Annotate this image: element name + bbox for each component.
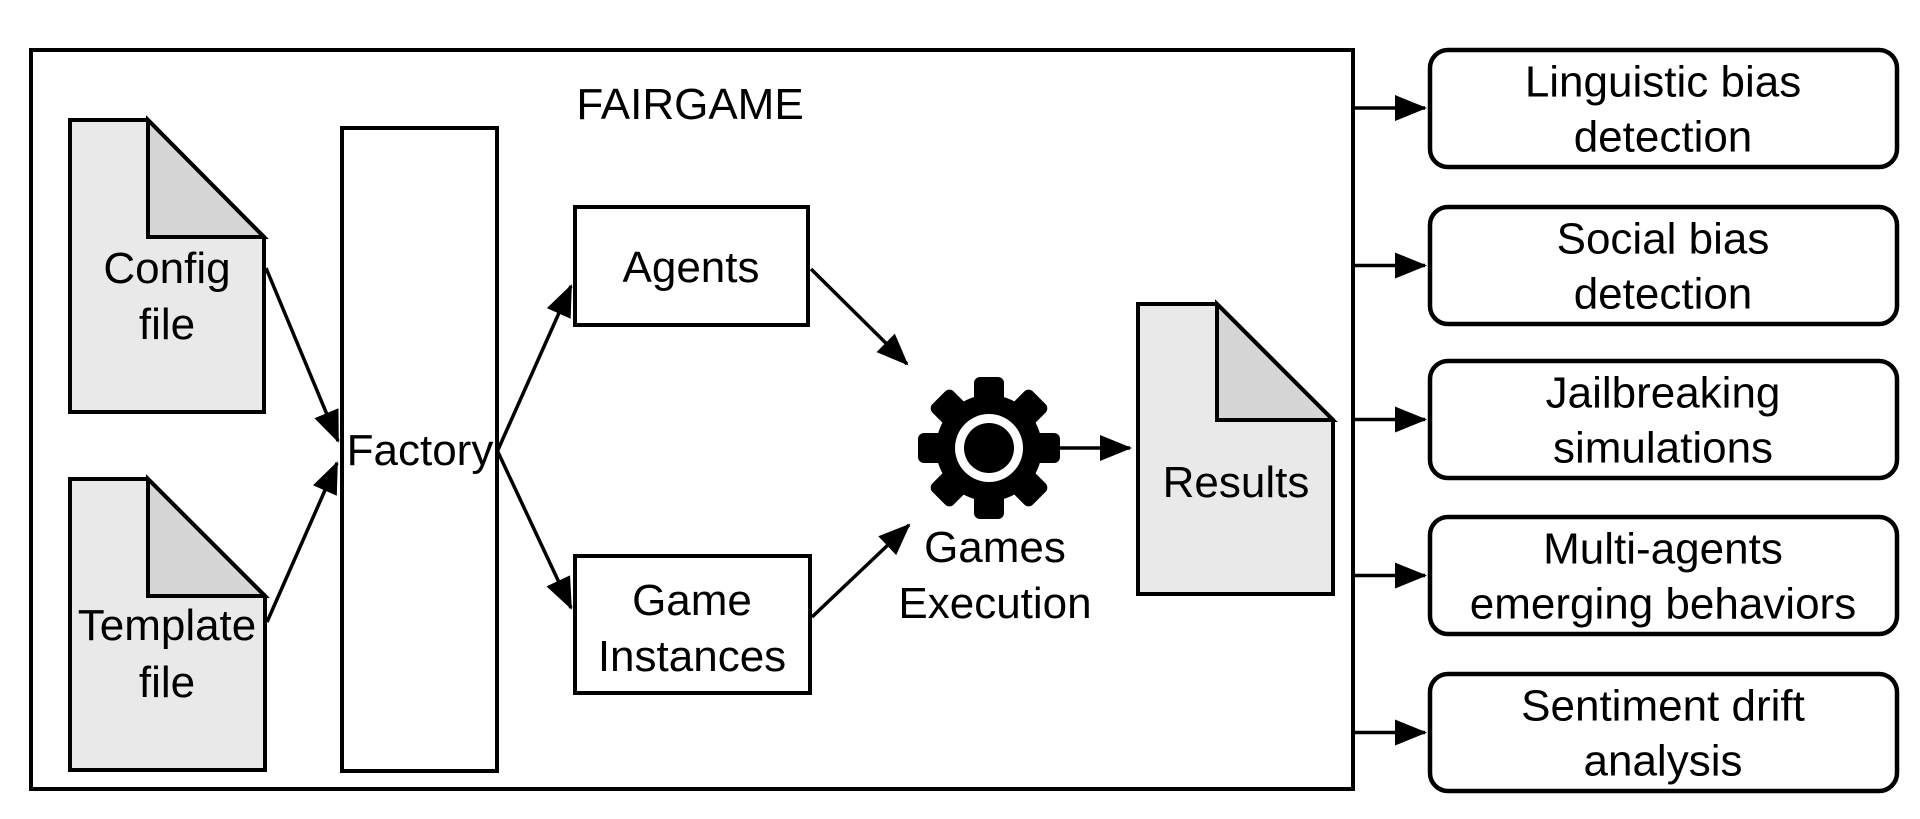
output-box — [1427, 47, 1900, 170]
output-label-line1: Jailbreaking — [1546, 369, 1781, 418]
factory-box — [340, 126, 499, 773]
games-execution-node: Games Execution — [898, 377, 1092, 628]
template-file-label-line1: Template — [78, 601, 257, 650]
output-label-line1: Sentiment drift — [1521, 682, 1805, 731]
arrow-game-instances-to-games-execution — [810, 523, 911, 619]
agents-box — [573, 205, 810, 327]
config-file-label-line1: Config — [103, 244, 230, 293]
output-label-line1: Linguistic bias — [1525, 58, 1801, 107]
output-box-linguistic-bias-detection: Linguistic bias detection — [1427, 47, 1900, 170]
config-file-doc-icon: Config file — [68, 115, 269, 414]
agents-label: Agents — [623, 243, 760, 292]
game-instances-label-line1: Game — [632, 576, 752, 625]
game-instances-node: Game Instances — [573, 554, 812, 695]
output-box-jailbreaking-simulations: Jailbreaking simulations — [1427, 358, 1900, 481]
output-box-multi-agents-emerging-behaviors: Multi-agents emerging behaviors — [1427, 514, 1900, 637]
game-instances-box — [573, 554, 812, 695]
output-label-line1: Multi-agents — [1543, 525, 1783, 574]
template-file-label-line2: file — [139, 658, 195, 707]
gear-icon — [918, 377, 1060, 519]
output-box — [1427, 204, 1900, 327]
arrow-factory-to-agents — [495, 284, 573, 453]
template-file-doc-icon: Template file — [68, 474, 270, 772]
fairgame-title: FAIRGAME — [576, 80, 803, 129]
output-label-line2: detection — [1574, 113, 1753, 162]
output-label-line2: detection — [1574, 270, 1753, 319]
output-box — [1427, 514, 1900, 637]
agents-node: Agents — [573, 205, 810, 327]
output-box-social-bias-detection: Social bias detection — [1427, 204, 1900, 327]
results-fold-corner-icon — [1215, 299, 1338, 422]
arrow-agents-to-games-execution — [809, 267, 909, 366]
arrow-template-to-factory — [265, 461, 339, 623]
config-file-label-line2: file — [139, 300, 195, 349]
arrow-config-to-factory — [264, 267, 340, 443]
output-box-sentiment-drift-analysis: Sentiment drift analysis — [1427, 671, 1900, 794]
game-instances-label-line2: Instances — [598, 632, 786, 681]
config-file-fold-corner-icon — [146, 115, 269, 239]
games-execution-label-line1: Games — [924, 523, 1066, 572]
template-file-fold-corner-icon — [146, 474, 270, 598]
output-box — [1427, 671, 1900, 794]
factory-node: Factory — [340, 126, 499, 773]
output-box — [1427, 358, 1900, 481]
output-label-line2: simulations — [1553, 424, 1773, 473]
results-doc-icon: Results — [1136, 299, 1338, 596]
results-label: Results — [1163, 458, 1310, 507]
output-label-line2: analysis — [1584, 737, 1743, 786]
factory-label: Factory — [347, 426, 494, 475]
output-label-line2: emerging behaviors — [1470, 580, 1856, 629]
arrow-factory-to-game-instances — [495, 449, 573, 610]
output-label-line1: Social bias — [1557, 215, 1770, 264]
games-execution-label-line2: Execution — [898, 579, 1091, 628]
